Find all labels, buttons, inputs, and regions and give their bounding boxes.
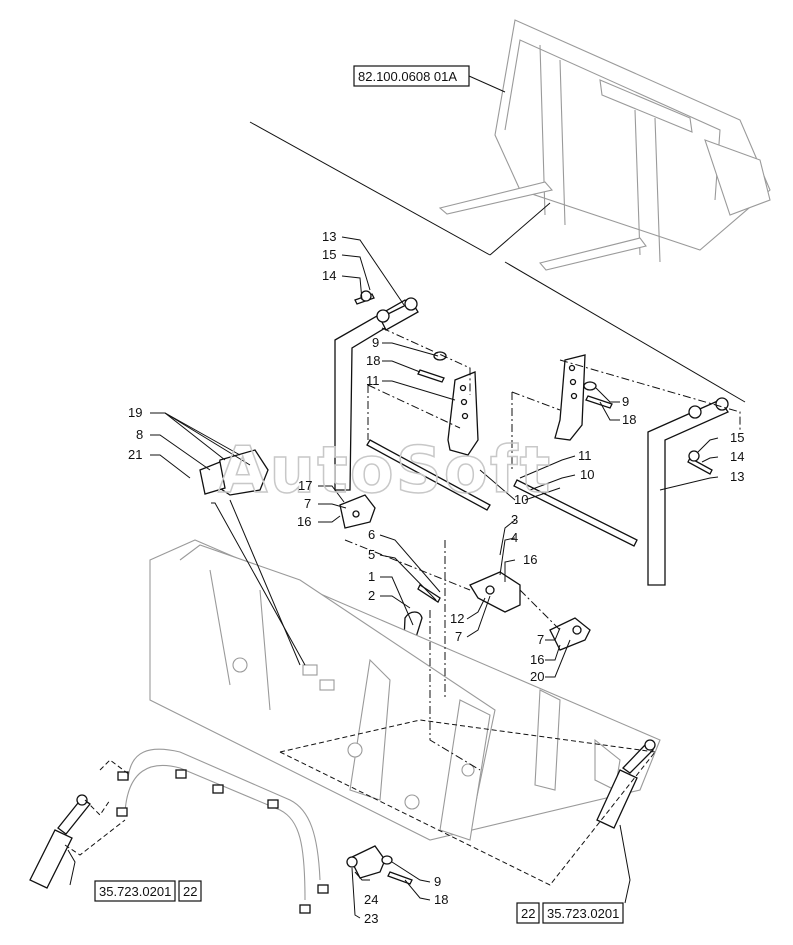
separator-line-left xyxy=(249,121,491,256)
callout-1: 1 xyxy=(368,569,375,584)
ref-box-bottom-right-code: 35.723.0201 xyxy=(547,906,619,921)
callout-16-left: 16 xyxy=(297,514,311,529)
separator-line-right xyxy=(504,261,746,403)
callout-24: 24 xyxy=(364,892,378,907)
lock-block-left xyxy=(339,494,376,529)
callout-14-left: 14 xyxy=(322,268,336,283)
callout-10-left: 10 xyxy=(514,492,528,507)
callout-8: 8 xyxy=(136,427,143,442)
lock-block-center xyxy=(469,571,521,613)
callout-11-right: 11 xyxy=(578,448,592,463)
callout-15-left: 15 xyxy=(322,247,336,262)
bracket-left xyxy=(447,371,479,456)
callout-12: 12 xyxy=(450,611,464,626)
ref-box-top[interactable]: 82.100.0608 01A xyxy=(353,65,506,93)
callout-9-upper-left: 9 xyxy=(372,335,379,350)
callout-9-bottom: 9 xyxy=(434,874,441,889)
callout-3: 3 xyxy=(511,512,518,527)
ref-box-bottom-right-qty: 22 xyxy=(521,906,535,921)
callout-19: 19 xyxy=(128,405,142,420)
callout-9-upper-right: 9 xyxy=(622,394,629,409)
pin-left xyxy=(354,290,375,305)
bottom-latch xyxy=(346,845,413,885)
callout-11-left: 11 xyxy=(366,373,380,388)
callout-13-right: 13 xyxy=(730,469,744,484)
shaft-left xyxy=(366,439,491,511)
latch-handle xyxy=(199,449,269,496)
fork-tine-left xyxy=(334,297,419,491)
callout-23: 23 xyxy=(364,911,378,926)
callout-21: 21 xyxy=(128,447,142,462)
callout-7-left: 7 xyxy=(304,496,311,511)
ref-box-bottom-left-code: 35.723.0201 xyxy=(99,884,171,899)
hydraulic-cylinder-left xyxy=(29,794,91,889)
callout-16-lower: 16 xyxy=(530,652,544,667)
callout-2: 2 xyxy=(368,588,375,603)
fork-tine-right xyxy=(647,397,729,586)
callout-18-bottom: 18 xyxy=(434,892,448,907)
callout-17: 17 xyxy=(298,478,312,493)
callout-7-center: 7 xyxy=(455,629,462,644)
assembly-guide-lines xyxy=(64,327,741,886)
bracket-right xyxy=(554,354,586,441)
callout-6: 6 xyxy=(368,527,375,542)
clip-pin-upper-right xyxy=(583,381,613,409)
callout-5: 5 xyxy=(368,547,375,562)
callout-labels: 13 15 14 9 18 11 19 8 21 17 7 16 6 5 1 2… xyxy=(128,229,744,926)
callout-16-center: 16 xyxy=(523,552,537,567)
callout-4: 4 xyxy=(511,530,518,545)
callout-14-right: 14 xyxy=(730,449,744,464)
watermark-text: AutoSoft xyxy=(218,434,552,508)
clip-pin-upper-left xyxy=(417,351,447,383)
separator-line-mid xyxy=(489,202,551,256)
lock-block-lower xyxy=(549,617,591,651)
fork-bucket-assembly xyxy=(438,19,771,271)
pin-right xyxy=(687,450,713,475)
callout-leaders xyxy=(67,236,719,919)
ref-box-bottom-left[interactable]: 35.723.0201 22 xyxy=(94,880,202,902)
ref-box-bottom-left-qty: 22 xyxy=(183,884,197,899)
ref-box-top-label: 82.100.0608 01A xyxy=(358,69,457,84)
callout-13-left: 13 xyxy=(322,229,336,244)
hydraulic-hoses xyxy=(116,748,329,914)
callout-7-lower: 7 xyxy=(537,632,544,647)
ref-box-bottom-right[interactable]: 22 35.723.0201 xyxy=(516,902,624,924)
callout-20: 20 xyxy=(530,669,544,684)
callout-18-upper-left: 18 xyxy=(366,353,380,368)
shaft-right xyxy=(513,479,638,547)
callout-18-upper-right: 18 xyxy=(622,412,636,427)
callout-10-right: 10 xyxy=(580,467,594,482)
callout-15-right: 15 xyxy=(730,430,744,445)
